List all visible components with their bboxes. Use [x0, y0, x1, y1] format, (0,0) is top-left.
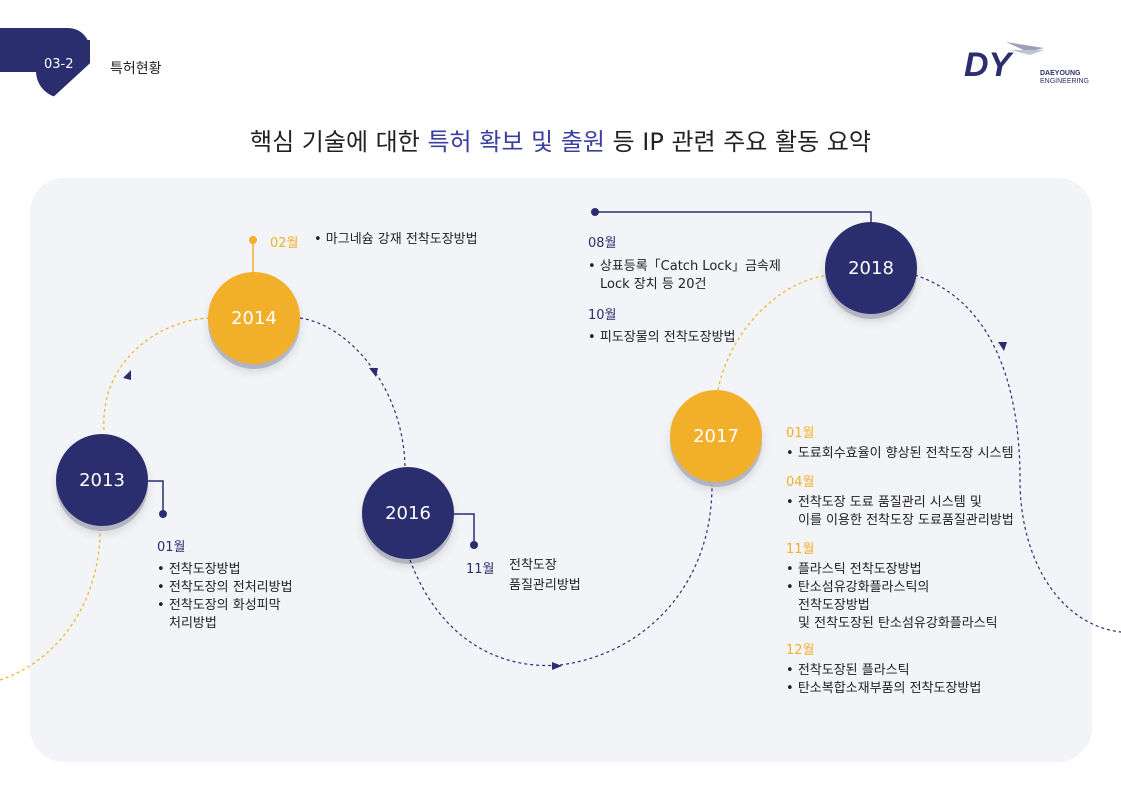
list-item: 전착도장된 플라스틱 [786, 662, 1014, 680]
list-item: 상표등록「Catch Lock」금속제 [588, 258, 781, 276]
list-item-continuation: 이를 이용한 전착도장 도료품질관리방법 [798, 513, 1014, 528]
page-headline: 핵심 기술에 대한 특허 확보 및 출원 등 IP 관련 주요 활동 요약 [250, 128, 871, 156]
list-item: 플라스틱 전착도장방법 [786, 561, 1014, 579]
list-item-continuation: 전착도장방법 [798, 598, 870, 613]
list-item: 전착도장방법 [157, 561, 293, 579]
month-label: 02월 [270, 236, 299, 251]
headline-highlight: 특허 확보 및 출원 [427, 128, 605, 156]
list-item-continuation: Lock 장치 등 20건 [600, 277, 707, 292]
entries-2017: 01월 도료회수효율이 향상된 전착도장 시스템 04월 전착도장 도료 품질관… [786, 422, 1014, 698]
entries-2018: 08월 상표등록「Catch Lock」금속제 Lock 장치 등 20건 10… [588, 232, 781, 347]
section-badge [0, 28, 90, 72]
year-2017-circle: 2017 [670, 390, 762, 482]
list-item: 전착도장 [509, 558, 557, 573]
logo-letters: DY [964, 46, 1012, 84]
company-logo-icon [1006, 42, 1044, 55]
month-label: 11월 [786, 542, 815, 557]
section-number: 03-2 [44, 57, 74, 72]
list-item-continuation: 및 전착도장된 탄소섬유강화플라스틱 [798, 616, 998, 631]
year-2016-circle: 2016 [362, 467, 454, 559]
month-label: 10월 [588, 308, 617, 323]
month-label: 04월 [786, 475, 815, 490]
section-title: 특허현황 [110, 61, 162, 77]
month-label: 01월 [157, 540, 186, 555]
month-label: 01월 [786, 426, 815, 441]
list-item: 전착도장의 전처리방법 [157, 579, 293, 597]
logo-name: DAEYOUNG ENGINEERING [1040, 70, 1090, 85]
list-item: • 마그네슘 강재 전착도장방법 [314, 232, 478, 247]
list-item-continuation: 처리방법 [169, 616, 217, 631]
list-item: 피도장물의 전착도장방법 [588, 329, 781, 347]
year-2014-circle: 2014 [208, 272, 300, 364]
year-2018-circle: 2018 [825, 222, 917, 314]
month-label: 12월 [786, 643, 815, 658]
list-item: 탄소복합소재부품의 전착도장방법 [786, 680, 1014, 698]
list-item: 전착도장의 화성피막 [157, 597, 293, 615]
list-item: 도료회수효율이 향상된 전착도장 시스템 [786, 445, 1014, 463]
year-2013-circle: 2013 [56, 434, 148, 526]
list-item: 전착도장 도료 품질관리 시스템 및 [786, 494, 1014, 512]
entries-2013: 01월 전착도장방법 전착도장의 전처리방법 전착도장의 화성피막 처리방법 [157, 536, 293, 633]
month-label: 08월 [588, 236, 617, 251]
list-item-continuation: 품질관리방법 [509, 578, 581, 593]
list-item: 탄소섬유강화플라스틱의 [786, 579, 1014, 597]
month-label: 11월 [466, 562, 495, 577]
